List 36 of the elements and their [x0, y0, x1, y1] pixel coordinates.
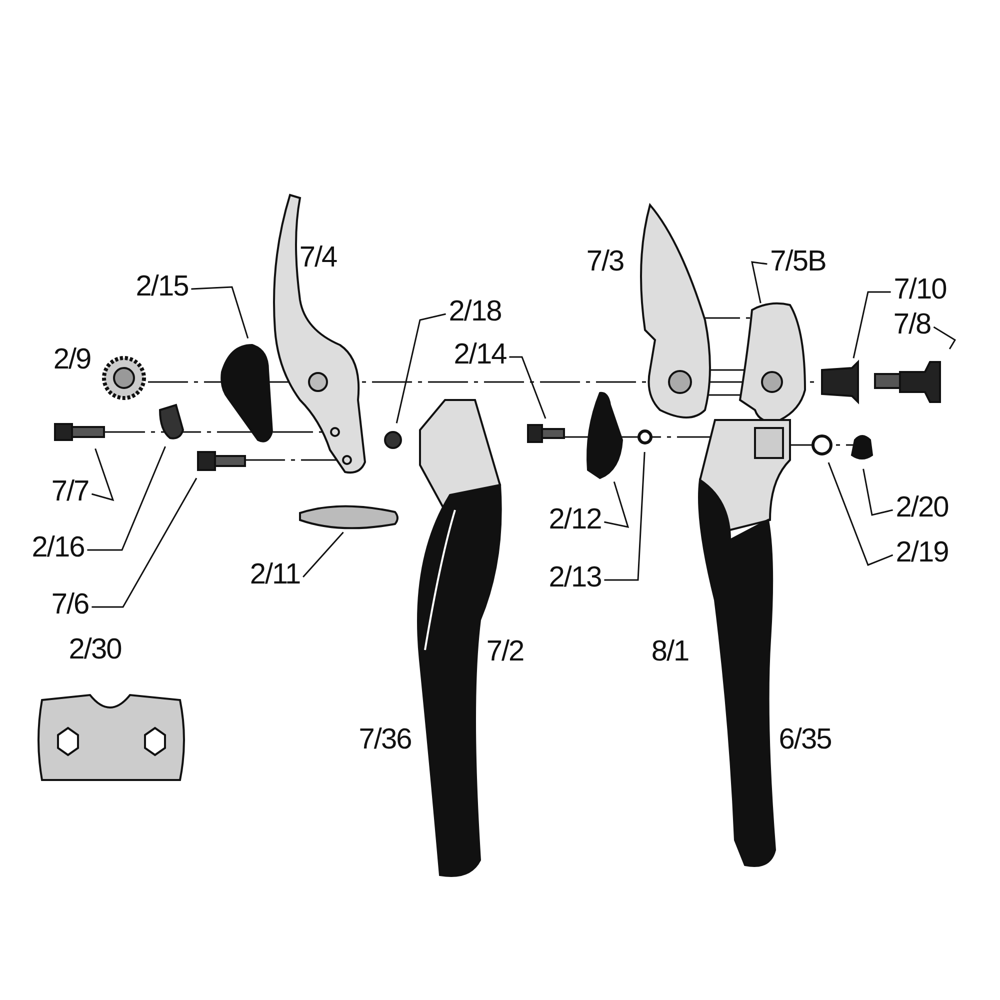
- callout-number: 7/6: [51, 590, 89, 620]
- callout-number: 7/5B: [770, 248, 826, 276]
- callout-number: 2/19: [896, 538, 948, 568]
- leader-line: [933, 326, 956, 350]
- part-number: 2/9: [53, 346, 91, 374]
- leader-line: [92, 478, 198, 608]
- leader-line: [852, 291, 891, 358]
- callout-number: 2/15: [136, 272, 188, 302]
- leader-line: [509, 356, 546, 419]
- leader-line: [396, 313, 446, 424]
- part-number: 7/3: [586, 248, 624, 276]
- leader-line: [604, 481, 630, 528]
- part-number: 2/30: [68, 636, 122, 664]
- leader-line: [862, 468, 893, 516]
- leader-line: [302, 532, 344, 578]
- part-number: 7/36: [358, 726, 412, 754]
- callout-number: 2/18: [448, 298, 502, 326]
- leader-line: [87, 446, 166, 551]
- part-number: 7/4: [299, 244, 337, 272]
- callout-number: 2/11: [250, 560, 300, 590]
- part-number: 6/35: [778, 726, 832, 754]
- leader-line: [828, 462, 894, 566]
- leader-line: [92, 448, 114, 502]
- callout-number: 7/7: [51, 478, 89, 506]
- leader-line: [751, 261, 768, 304]
- callout-number: 2/16: [32, 534, 84, 562]
- callout-number: 2/13: [548, 564, 602, 592]
- part-number: 8/1: [651, 638, 689, 666]
- leader-line: [604, 452, 646, 581]
- leader-line: [191, 286, 249, 339]
- callout-number: 7/10: [894, 276, 946, 304]
- callout-number: 2/12: [548, 506, 602, 534]
- callout-number: 2/20: [896, 494, 948, 522]
- callout-number: 2/14: [454, 340, 506, 370]
- part-number: 7/2: [486, 638, 524, 666]
- callout-number: 7/8: [893, 310, 931, 340]
